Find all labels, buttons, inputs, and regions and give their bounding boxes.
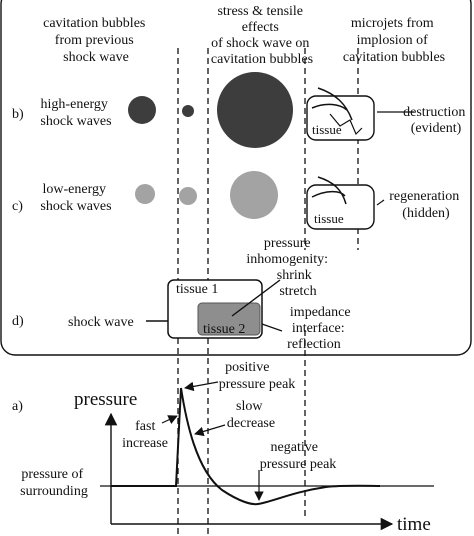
y-axis-label: pressure: [74, 389, 137, 410]
arrow-fast-increase: [161, 415, 178, 425]
row-b-result: destruction (evident): [403, 105, 469, 136]
graph-a-label: a): [12, 399, 23, 414]
arrow-regeneration: [376, 199, 385, 206]
microjet-curve-c2: [311, 190, 346, 198]
tissue-label-b: tissue: [312, 122, 342, 137]
microjet-curve-b1: [317, 87, 353, 121]
x-axis-label: time: [397, 514, 431, 535]
slow-decrease-label: slow decrease: [227, 399, 275, 431]
bubble-c-small: [179, 187, 197, 205]
header-stress-tensile: stress & tensile effects of shock wave o…: [211, 4, 313, 67]
header-microjets: microjets from implosion of cavitation b…: [343, 16, 445, 65]
baseline-label: pressure of surrounding: [20, 467, 88, 499]
tissue2-box: [197, 302, 261, 336]
fast-increase-label: fast increase: [122, 419, 168, 451]
bubble-b-small: [182, 105, 194, 117]
inhomogenity-label: pressure inhomogenity: shrink stretch: [246, 236, 331, 299]
tissue-label-c: tissue: [314, 211, 344, 226]
arrow-positive-peak: [184, 381, 219, 392]
bubble-c-previous: [135, 184, 155, 204]
microjet-curve-c1: [317, 176, 347, 205]
tissue2-label: tissue 2: [203, 322, 245, 337]
row-c-title: low-energy shock waves: [40, 182, 111, 214]
tissue-box-b: [306, 95, 375, 141]
row-b-title: high-energy shock waves: [40, 97, 111, 129]
positive-peak-label: positive pressure peak: [219, 360, 296, 392]
header-cavitation-bubbles: cavitation bubbles from previous shock w…: [43, 16, 149, 65]
row-d-label: d): [12, 314, 24, 329]
tissue-box-c: [306, 184, 375, 230]
row-b-label: b): [12, 107, 24, 122]
arrow-slow-decrease: [194, 424, 226, 437]
microjet-crack-b: [329, 113, 363, 136]
tissue1-label: tissue 1: [176, 282, 218, 297]
pointer-inhomogenity: [231, 279, 281, 317]
row-c-result: regeneration (hidden): [389, 189, 462, 221]
bubble-c-large: [230, 171, 278, 219]
bubble-b-previous: [128, 96, 156, 124]
pressure-curve: [111, 387, 381, 506]
pointer-impedance: [261, 323, 283, 332]
microjet-curve-b2: [311, 103, 348, 111]
impedance-label: impedance interface: reflection: [287, 305, 354, 352]
shock-wave-label: shock wave: [68, 315, 134, 330]
row-c-label: c): [12, 199, 23, 214]
upper-panel: [0, 0, 472, 356]
negative-peak-label: negative pressure peak: [260, 440, 337, 472]
bubble-b-large: [217, 72, 293, 148]
